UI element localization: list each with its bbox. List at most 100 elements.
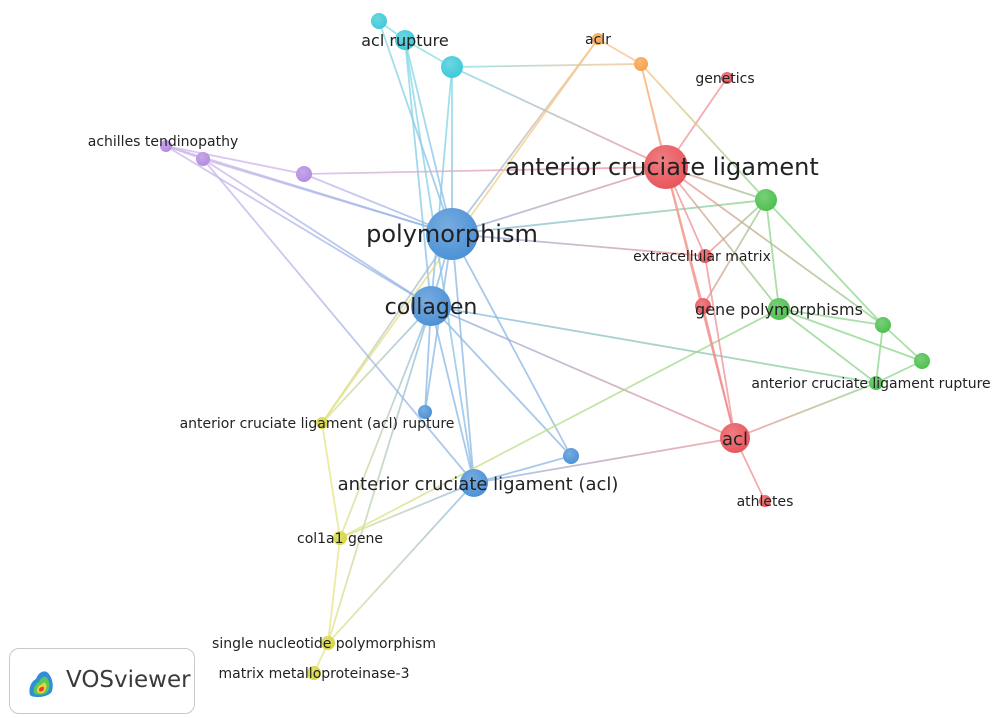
edge-anterior-cruciate-ligament-to-green-2: [665, 166, 884, 326]
node-genetics[interactable]: [721, 72, 733, 84]
edge-green-1-to-red-small: [702, 199, 767, 307]
label-acl: acl: [722, 429, 748, 450]
edge-polymorphism-to-blue-small-2: [451, 233, 572, 457]
network-edges: [165, 20, 923, 674]
label-collagen: collagen: [385, 295, 478, 320]
label-col1a1-gene: col1a1 gene: [297, 531, 383, 547]
edge-anterior-cruciate-ligament-acl-to-blue-small-2: [473, 455, 572, 484]
node-gene-polymorphisms[interactable]: [768, 298, 790, 320]
edge-purple-small-1-to-anterior-cruciate-ligament-acl: [202, 158, 475, 484]
label-acl-rupture: acl rupture: [361, 31, 449, 50]
edge-green-2-to-green-3: [882, 324, 923, 362]
edge-green-1-to-gene-polymorphisms: [765, 199, 780, 310]
edge-gene-polymorphisms-to-anterior-cruciate-ligament-rupture: [778, 308, 877, 384]
label-aclr: aclr: [585, 32, 611, 48]
node-cyan-small-1[interactable]: [371, 13, 387, 29]
edge-collagen-to-purple-small-1: [202, 158, 432, 307]
vosviewer-logo-icon: [29, 671, 53, 698]
edge-acl-to-anterior-cruciate-ligament-acl: [473, 437, 736, 484]
node-collagen[interactable]: [411, 286, 451, 326]
edge-orange-small-to-cyan-small-2: [451, 63, 642, 68]
node-green-2[interactable]: [875, 317, 891, 333]
node-col1a1-gene[interactable]: [333, 531, 347, 545]
label-anterior-cruciate-ligament-acl-rupture: anterior cruciate ligament (acl) rupture: [180, 416, 455, 432]
edge-green-1-to-green-2: [765, 199, 884, 326]
edge-polymorphism-to-cyan-small-1: [378, 20, 453, 235]
node-polymorphism[interactable]: [426, 208, 478, 260]
node-acl-rupture[interactable]: [395, 30, 415, 50]
edge-collagen-to-blue-small-2: [430, 305, 572, 457]
node-green-1[interactable]: [755, 189, 777, 211]
label-anterior-cruciate-ligament-acl: anterior cruciate ligament (acl): [338, 474, 619, 495]
edge-orange-small-to-green-1: [640, 63, 767, 201]
edge-gene-polymorphisms-to-green-3: [778, 308, 923, 362]
node-acl[interactable]: [720, 423, 750, 453]
edge-orange-small-to-aclr: [597, 38, 642, 65]
edge-polymorphism-to-purple-small-1: [202, 158, 453, 235]
edge-anterior-cruciate-ligament-acl-to-col1a1-gene: [339, 482, 475, 539]
edge-polymorphism-to-purple-small-2: [303, 173, 453, 235]
label-athletes: athletes: [737, 494, 794, 510]
edge-polymorphism-to-anterior-cruciate-ligament: [451, 166, 667, 235]
edge-collagen-to-anterior-cruciate-ligament-rupture: [430, 305, 877, 384]
label-extracellular-matrix: extracellular matrix: [633, 249, 771, 265]
label-anterior-cruciate-ligament: anterior cruciate ligament: [505, 153, 819, 181]
edge-collagen-to-acl-rupture: [404, 39, 432, 307]
node-orange-small[interactable]: [634, 57, 648, 71]
edge-anterior-cruciate-ligament-to-gene-polymorphisms: [665, 166, 780, 310]
edge-collagen-to-anterior-cruciate-ligament-acl: [430, 305, 475, 484]
edge-green-3-to-anterior-cruciate-ligament-rupture: [875, 360, 923, 384]
edge-green-2-to-anterior-cruciate-ligament-rupture: [875, 324, 884, 384]
edge-green-1-to-extracellular-matrix: [704, 199, 767, 257]
node-purple-small-1[interactable]: [196, 152, 210, 166]
edge-red-small-to-acl: [702, 305, 736, 439]
edge-acl-rupture-to-anterior-cruciate-ligament-acl: [404, 39, 475, 484]
edge-col1a1-gene-to-single-nucleotide-polymorphism: [327, 537, 341, 644]
edge-extracellular-matrix-to-acl: [704, 255, 736, 439]
vosviewer-logo-text: VOSviewer: [66, 667, 191, 693]
node-athletes[interactable]: [759, 495, 771, 507]
label-polymorphism: polymorphism: [366, 220, 538, 248]
node-extracellular-matrix[interactable]: [698, 249, 712, 263]
label-single-nucleotide-polymorphism: single nucleotide polymorphism: [212, 636, 436, 652]
edge-anterior-cruciate-ligament-to-cyan-small-2: [451, 66, 667, 168]
edge-polymorphism-to-green-1: [451, 199, 767, 235]
edge-gene-polymorphisms-to-green-2: [778, 308, 884, 326]
node-blue-small-2[interactable]: [563, 448, 579, 464]
node-anterior-cruciate-ligament-acl[interactable]: [460, 469, 488, 497]
network-labels: anterior cruciate ligament genetics extrac…: [88, 31, 991, 682]
edge-polymorphism-to-anterior-cruciate-ligament-acl: [451, 233, 475, 484]
vosviewer-logo-box: VOSviewer: [9, 648, 195, 714]
node-anterior-cruciate-ligament[interactable]: [644, 145, 688, 189]
edge-anterior-cruciate-ligament-to-purple-small-2: [303, 166, 667, 175]
node-anterior-cruciate-ligament-rupture[interactable]: [869, 376, 883, 390]
node-red-small[interactable]: [695, 298, 711, 314]
edge-polymorphism-to-acl-rupture: [404, 39, 453, 235]
edge-polymorphism-to-extracellular-matrix: [451, 233, 706, 257]
edge-acl-to-anterior-cruciate-ligament-rupture: [734, 382, 877, 439]
node-achilles-tendinopathy[interactable]: [160, 140, 172, 152]
node-green-3[interactable]: [914, 353, 930, 369]
node-anterior-cruciate-ligament-acl-rupture[interactable]: [316, 417, 328, 429]
label-anterior-cruciate-ligament-rupture: anterior cruciate ligament rupture: [751, 376, 990, 392]
edge-anterior-cruciate-ligament-acl-to-single-nucleotide-polymorphism: [327, 482, 475, 644]
edge-anterior-cruciate-ligament-acl-rupture-to-col1a1-gene: [321, 422, 341, 539]
label-gene-polymorphisms: gene polymorphisms: [695, 300, 863, 319]
edge-achilles-tendinopathy-to-purple-small-2: [165, 145, 305, 175]
edge-collagen-to-acl: [430, 305, 736, 439]
network-nodes: [160, 13, 930, 680]
node-blue-small-1[interactable]: [418, 405, 432, 419]
label-genetics: genetics: [695, 71, 754, 87]
node-single-nucleotide-polymorphism[interactable]: [321, 636, 335, 650]
label-achilles-tendinopathy: achilles tendinopathy: [88, 134, 238, 150]
label-matrix-metalloproteinase-3: matrix metalloproteinase-3: [219, 666, 410, 682]
edge-collagen-to-col1a1-gene: [339, 305, 432, 539]
edge-collagen-to-achilles-tendinopathy: [165, 145, 432, 307]
node-matrix-metalloproteinase-3[interactable]: [307, 666, 321, 680]
node-aclr[interactable]: [592, 33, 604, 45]
node-purple-small-2[interactable]: [296, 166, 312, 182]
node-cyan-small-2[interactable]: [441, 56, 463, 78]
edge-collagen-to-single-nucleotide-polymorphism: [327, 305, 432, 644]
edge-gene-polymorphisms-to-col1a1-gene: [339, 308, 780, 539]
